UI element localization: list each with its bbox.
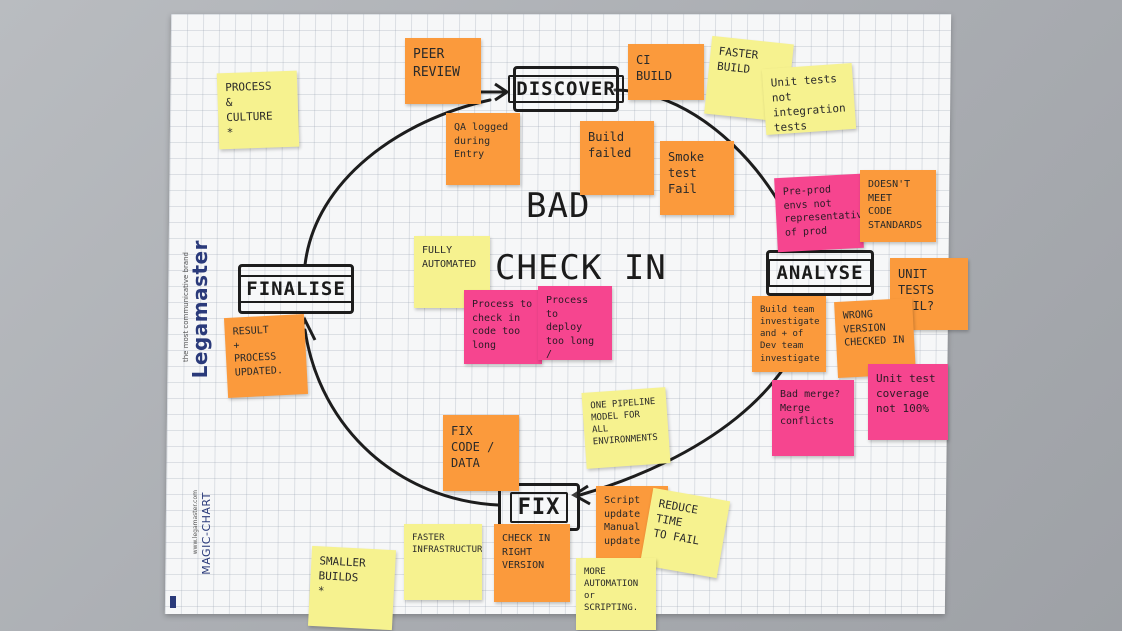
sheet-corner-mark [170,596,176,608]
note-more-automation: MORE AUTOMATION or SCRIPTING. [576,558,656,630]
stage-analyse: ANALYSE [766,250,874,296]
brand-website: www.legamaster.com [192,490,199,555]
stage-fix: FIX [498,483,580,531]
note-build-team-investigate: Build team investigate and + of Dev team… [752,296,826,372]
stage-finalise: FINALISE [238,264,354,314]
note-fix-code-data: FIX CODE / DATA [443,415,519,491]
note-peer-review: PEER REVIEW [405,38,481,104]
center-title-line1: BAD [526,186,591,226]
stage-fix-label: FIX [509,491,569,523]
note-check-in-right-version: CHECK IN RIGHT VERSION [494,524,570,602]
center-title-line2: CHECK IN [495,248,667,288]
stage-finalise-label: FINALISE [238,275,354,303]
note-build-failed: Build failed [580,121,654,195]
stage-analyse-label: ANALYSE [768,259,872,287]
note-faster-infrastructure: FASTER INFRASTRUCTURE [404,524,482,600]
stage-discover-label: DISCOVER [508,75,624,103]
note-doesnt-meet-code-standards: DOESN'T MEET CODE STANDARDS [860,170,936,242]
note-one-pipeline-model: ONE PIPELINE MODEL FOR ALL ENVIRONMENTS [581,387,671,469]
note-result-process-updated: RESULT + PROCESS UPDATED. [223,313,309,399]
legamaster-logo: Legamaster [188,240,212,379]
note-smoke-test-fail: Smoke test Fail [660,141,734,215]
note-ci-build: CI BUILD [628,44,704,100]
note-smaller-builds: SMALLER BUILDS * [307,545,397,631]
note-fully-automated: FULLY AUTOMATED [414,236,490,308]
note-process-culture: PROCESS & CULTURE * [216,70,300,150]
stage-discover: DISCOVER [508,66,624,112]
note-process-to-deploy: Process to deploy too long / finit [538,286,612,360]
note-process-to-check-in: Process to check in code too long [464,290,542,364]
note-unit-tests-not-integration: Unit tests not integration tests [761,62,857,136]
note-bad-merge: Bad merge? Merge conflicts [772,380,854,456]
note-unit-test-coverage: Unit test coverage not 100% [868,364,948,440]
legamaster-tagline: the most communicative brand [182,252,190,363]
note-pre-prod-envs: Pre-prod envs not representative of prod [774,173,864,253]
magic-chart-brand: MAGIC-CHART [200,492,213,575]
note-qa-logged: QA logged during Entry [446,113,520,185]
